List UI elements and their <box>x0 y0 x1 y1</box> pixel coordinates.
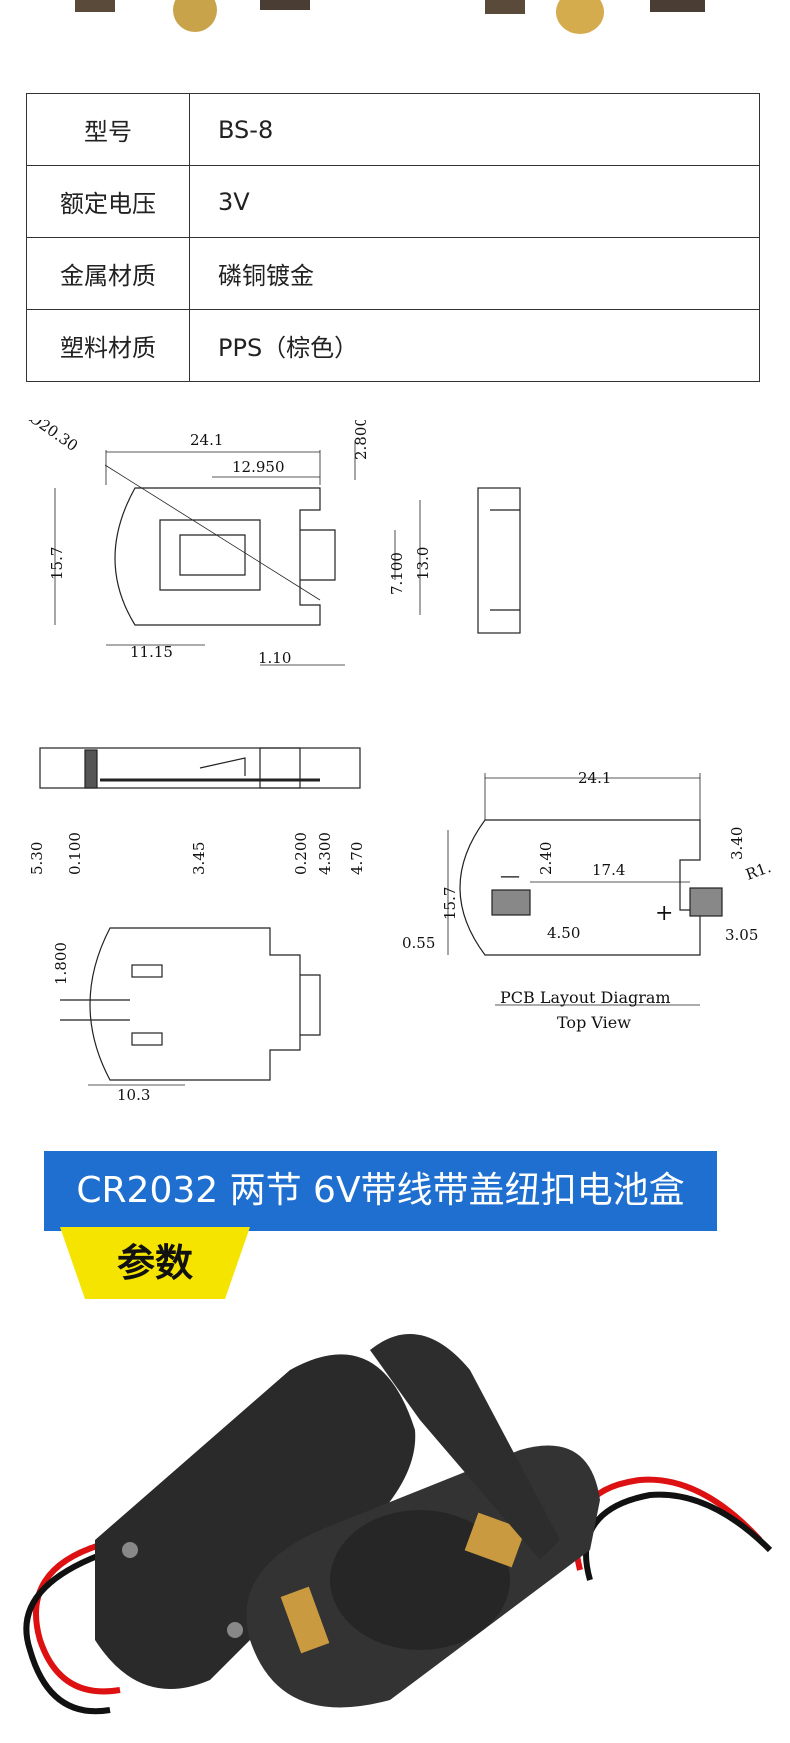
params-tag: 参数 <box>60 1227 250 1299</box>
pcb-plus-sign: + <box>655 901 673 926</box>
dim-11-15: 11.15 <box>130 643 173 661</box>
spec-key: 塑料材质 <box>26 309 190 382</box>
table-row: 型号 BS-8 <box>26 93 760 166</box>
params-tag-label: 参数 <box>116 1241 193 1285</box>
battery-holder-illustration <box>23 1334 773 1715</box>
banner-title: CR2032 两节 6V带线带盖纽扣电池盒 <box>76 1170 685 1211</box>
tag-shape <box>60 1227 250 1299</box>
product-photo <box>0 1310 790 1739</box>
pcb-layout <box>447 773 723 1006</box>
spec-key: 额定电压 <box>26 165 190 238</box>
pcb-dim-3-40: 3.40 <box>728 827 746 860</box>
pcb-dim-0-55: 0.55 <box>402 934 435 952</box>
spec-value: 3V <box>189 165 760 238</box>
dim-12-950: 12.950 <box>232 458 285 476</box>
table-row: 塑料材质 PPS（棕色） <box>26 309 760 382</box>
pcb-dim-24-1: 24.1 <box>578 769 611 787</box>
pcb-dim-3-05: 3.05 <box>725 926 758 944</box>
pcb-subtitle: Top View <box>557 1013 631 1032</box>
pcb-title: PCB Layout Diagram <box>500 988 671 1007</box>
dim-4-70: 4.70 <box>348 842 366 875</box>
dim-diameter: Ø20.30 <box>26 420 82 455</box>
dim-10-3: 10.3 <box>117 1086 150 1104</box>
product-title-banner: CR2032 两节 6V带线带盖纽扣电池盒 <box>44 1151 717 1231</box>
dim-24-1: 24.1 <box>190 431 223 449</box>
dim-1-10: 1.10 <box>258 649 291 667</box>
spec-value: 磷铜镀金 <box>189 237 760 310</box>
dim-3-45: 3.45 <box>190 842 208 875</box>
dim-15-7: 15.7 <box>48 547 66 580</box>
table-row: 额定电压 3V <box>26 165 760 238</box>
dim-0-100: 0.100 <box>66 832 84 875</box>
pcb-dim-2-40: 2.40 <box>537 842 555 875</box>
top-product-photo-strip <box>0 0 790 60</box>
dim-0-200: 0.200 <box>292 832 310 875</box>
pcb-dim-4-50: 4.50 <box>547 924 580 942</box>
top-photo-fragment <box>75 0 705 34</box>
bottom-view <box>60 927 321 1086</box>
dim-7-100: 7.100 <box>388 552 406 595</box>
side-view <box>477 487 521 634</box>
dim-5-30: 5.30 <box>28 842 46 875</box>
front-view <box>39 747 361 789</box>
table-row: 金属材质 磷铜镀金 <box>26 237 760 310</box>
pcb-dim-15-7: 15.7 <box>441 887 459 920</box>
dim-4-300: 4.300 <box>316 832 334 875</box>
top-view <box>54 440 421 666</box>
pcb-dim-17-4: 17.4 <box>592 861 625 879</box>
spec-key: 型号 <box>26 93 190 166</box>
pcb-dim-r1: R1. <box>743 858 773 884</box>
spec-value: BS-8 <box>189 93 760 166</box>
technical-drawing: Ø20.30 24.1 12.950 2.800 15.7 7.100 13.0… <box>26 420 774 1104</box>
dim-13-0: 13.0 <box>414 547 432 580</box>
dim-2-800: 2.800 <box>352 420 370 460</box>
pcb-minus-sign: — <box>500 863 520 887</box>
dim-1-800: 1.800 <box>52 942 70 985</box>
spec-value: PPS（棕色） <box>189 309 760 382</box>
spec-key: 金属材质 <box>26 237 190 310</box>
spec-table: 型号 BS-8 额定电压 3V 金属材质 磷铜镀金 塑料材质 PPS（棕色） <box>26 93 760 382</box>
